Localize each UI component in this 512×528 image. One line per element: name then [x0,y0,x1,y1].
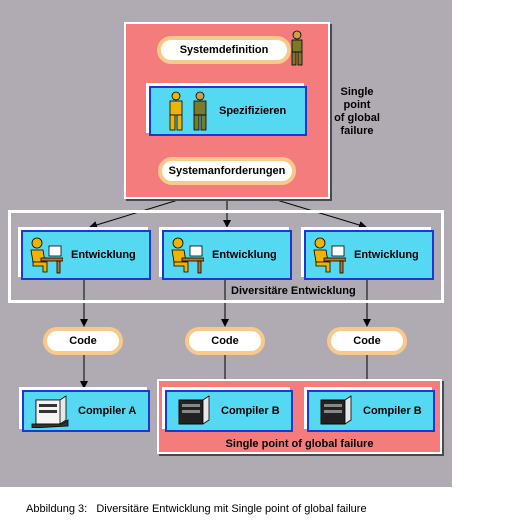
compiler-a-label: Compiler A [78,405,137,417]
systemdefinition-node: Systemdefinition [157,36,291,64]
developer-at-desk-icon [30,237,63,274]
compiler-b-node-2: Compiler B [307,390,435,432]
code-label-1: Code [69,335,97,347]
entwicklung-node-3: Entwicklung [304,230,434,280]
person-icon [193,91,207,131]
person-icon [169,91,183,131]
computer-tower-icon [178,395,210,425]
entwicklung-label-3: Entwicklung [354,249,419,261]
computer-tower-icon [31,395,69,428]
diversitaere-frame [8,210,444,303]
systemdefinition-label: Systemdefinition [179,44,269,56]
systemanforderungen-label: Systemanforderungen [168,165,286,177]
entwicklung-node-1: Entwicklung [21,230,151,280]
code-label-2: Code [211,335,239,347]
code-label-3: Code [353,335,381,347]
compiler-b-label-1: Compiler B [221,405,280,417]
computer-tower-icon [320,395,352,425]
compiler-a-node: Compiler A [22,390,150,432]
spezifizieren-node: Spezifizieren [149,86,307,136]
developer-at-desk-icon [171,237,204,274]
entwicklung-label-2: Entwicklung [212,249,277,261]
compiler-b-label-2: Compiler B [363,405,422,417]
person-icon [291,30,303,66]
spof-bottom-label: Single point of global failure [225,438,374,450]
code-node-2: Code [185,327,265,355]
spof-top-label: Single point of global failure [334,86,380,137]
systemanforderungen-node: Systemanforderungen [158,157,296,185]
spezifizieren-label: Spezifizieren [219,105,287,117]
entwicklung-node-2: Entwicklung [162,230,292,280]
figure-caption: Abbildung 3: Diversitäre Entwicklung mit… [26,503,367,515]
entwicklung-label-1: Entwicklung [71,249,136,261]
diversitaere-label: Diversitäre Entwicklung [231,285,356,297]
code-node-3: Code [327,327,407,355]
developer-at-desk-icon [313,237,346,274]
code-node-1: Code [43,327,123,355]
compiler-b-node-1: Compiler B [165,390,293,432]
